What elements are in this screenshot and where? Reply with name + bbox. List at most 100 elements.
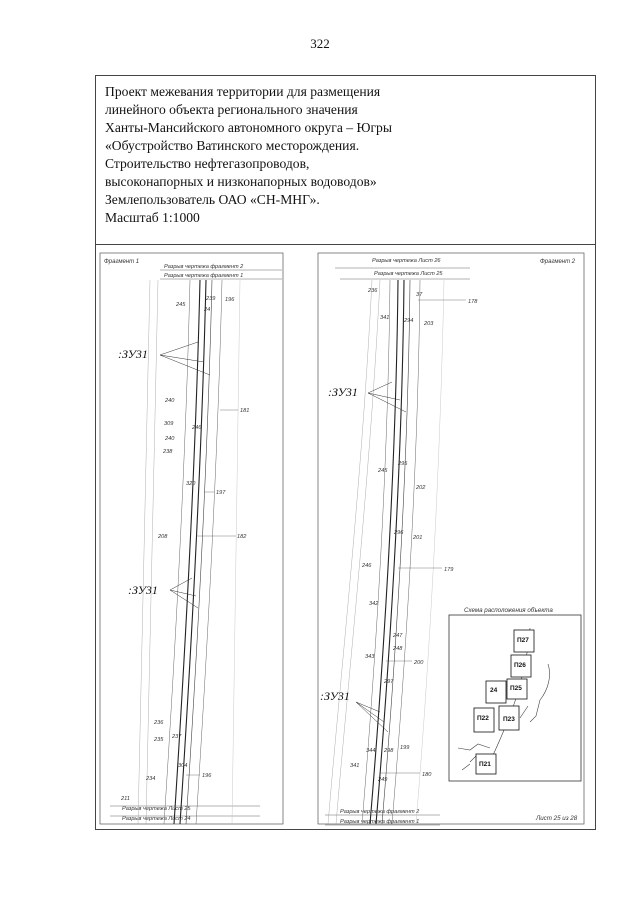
break-label-bottom-1: Разрыв чертежа фрагмент 2 <box>340 809 420 815</box>
sheet-label: П27 <box>517 637 529 644</box>
sheet-box <box>498 705 520 731</box>
boundary-line <box>327 279 373 825</box>
leader-line <box>367 392 401 401</box>
point-label: 178 <box>468 299 478 305</box>
point-label: 341 <box>350 763 359 769</box>
break-label-top-2: Разрыв чертежа фрагмент 1 <box>164 273 243 279</box>
point-label: 248 <box>392 646 403 652</box>
title-block: Проект межевания территории для размещен… <box>105 83 505 227</box>
break-label-top-1: Разрыв чертежа Лист 26 <box>372 258 441 264</box>
scale-line: Масштаб 1:1000 <box>105 210 200 225</box>
pipeline-line <box>375 279 405 825</box>
point-label: 203 <box>423 321 434 327</box>
point-label: 208 <box>157 534 168 540</box>
leader-line <box>159 354 211 376</box>
sheet-box <box>485 680 507 704</box>
leader-line <box>169 589 197 597</box>
point-label: 297 <box>383 679 394 685</box>
point-label: 237 <box>171 734 182 740</box>
point-label: 182 <box>237 534 247 540</box>
title-line: Строительство нефтегазопроводов, <box>105 156 310 171</box>
break-label-bottom-1: Разрыв чертежа Лист 25 <box>122 806 191 812</box>
boundary-line <box>145 279 159 825</box>
point-label: 246 <box>191 425 202 431</box>
pipeline-line <box>369 279 399 825</box>
leader-line <box>355 701 389 733</box>
point-label: 309 <box>164 421 173 427</box>
fragment-2-label: Фрагмент 2 <box>540 259 576 265</box>
point-label: 199 <box>400 745 409 751</box>
title-line: высоконапорных и низконапорных водоводов… <box>105 174 377 189</box>
fragment-2-border <box>317 252 585 825</box>
point-label: 342 <box>369 601 379 607</box>
point-label: 320 <box>186 481 196 487</box>
leader-line <box>159 341 199 356</box>
leader-line <box>367 381 393 394</box>
point-label: 295 <box>397 461 408 467</box>
point-label: 294 <box>403 318 413 324</box>
point-label: 239 <box>205 296 215 302</box>
point-label: 202 <box>415 485 426 491</box>
break-label-bottom-2: Разрыв чертежа фрагмент 1 <box>340 819 419 825</box>
sheet-label: П25 <box>510 685 522 692</box>
sheet-label: 24 <box>490 687 498 694</box>
point-label: 196 <box>225 297 235 303</box>
point-label: 240 <box>164 436 175 442</box>
drawing-frame <box>95 75 596 830</box>
layout-scheme: Схема расположения объекта П27 П26 П25 2… <box>448 607 582 782</box>
pipeline-line <box>185 279 213 825</box>
point-label: 181 <box>240 408 249 414</box>
point-label: 37 <box>416 292 423 298</box>
leader-line <box>169 589 199 609</box>
point-label: 236 <box>153 720 164 726</box>
boundary-line <box>195 279 223 825</box>
break-label-bottom-2: Разрыв чертежа Лист 24 <box>122 816 191 822</box>
sheet-box <box>473 707 495 733</box>
point-label: 238 <box>162 449 173 455</box>
fragment-1-label: Фрагмент 1 <box>104 259 139 265</box>
leader-line <box>355 701 385 723</box>
point-label: 240 <box>164 398 175 404</box>
title-line: линейного объекта регионального значения <box>105 102 358 117</box>
point-label: 344 <box>366 748 375 754</box>
title-line: «Обустройство Ватинского месторождения. <box>105 138 360 153</box>
pipeline-line <box>381 279 411 825</box>
boundary-line <box>415 279 445 825</box>
point-label: 245 <box>377 468 388 474</box>
route-line <box>519 663 550 723</box>
parcel-label: :ЗУ31 <box>128 583 158 597</box>
point-label: 245 <box>175 302 186 308</box>
point-label: 236 <box>367 288 378 294</box>
sheet-number: Лист 25 из 28 <box>535 815 578 822</box>
point-label: 234 <box>145 776 155 782</box>
boundary-line <box>361 279 391 825</box>
title-line: Ханты-Мансийского автономного округа – Ю… <box>105 120 392 135</box>
title-line: Проект межевания территории для размещен… <box>105 84 381 99</box>
point-label: 179 <box>444 567 453 573</box>
point-label: 211 <box>120 796 130 802</box>
parcel-label: :ЗУ31 <box>118 347 148 361</box>
boundary-line <box>163 279 191 825</box>
fragment-2: Фрагмент 2 Разрыв чертежа Лист 26 Разрыв… <box>317 252 585 826</box>
leader-line <box>159 354 205 363</box>
pipeline-line <box>179 279 207 825</box>
point-label: 24 <box>203 307 210 313</box>
pipeline-line <box>173 279 201 825</box>
point-label: 247 <box>392 633 403 639</box>
point-label: 298 <box>383 748 394 754</box>
point-label: 343 <box>365 654 375 660</box>
page-number: 322 <box>310 36 330 51</box>
break-label-top-2: Разрыв чертежа Лист 25 <box>374 271 443 277</box>
sheet-label: П23 <box>503 716 515 723</box>
leader-line <box>169 577 193 591</box>
fragment-1-border <box>99 252 284 825</box>
sheet-box <box>475 753 497 775</box>
point-label: 296 <box>393 530 404 536</box>
boundary-line <box>231 279 241 825</box>
parcel-label: :ЗУ31 <box>320 689 350 703</box>
point-label: 180 <box>422 772 432 778</box>
sheet-label: П22 <box>477 715 489 722</box>
sheet-box <box>513 629 535 653</box>
fragment-1: Фрагмент 1 Разрыв чертежа фрагмент 2 Раз… <box>99 252 284 825</box>
